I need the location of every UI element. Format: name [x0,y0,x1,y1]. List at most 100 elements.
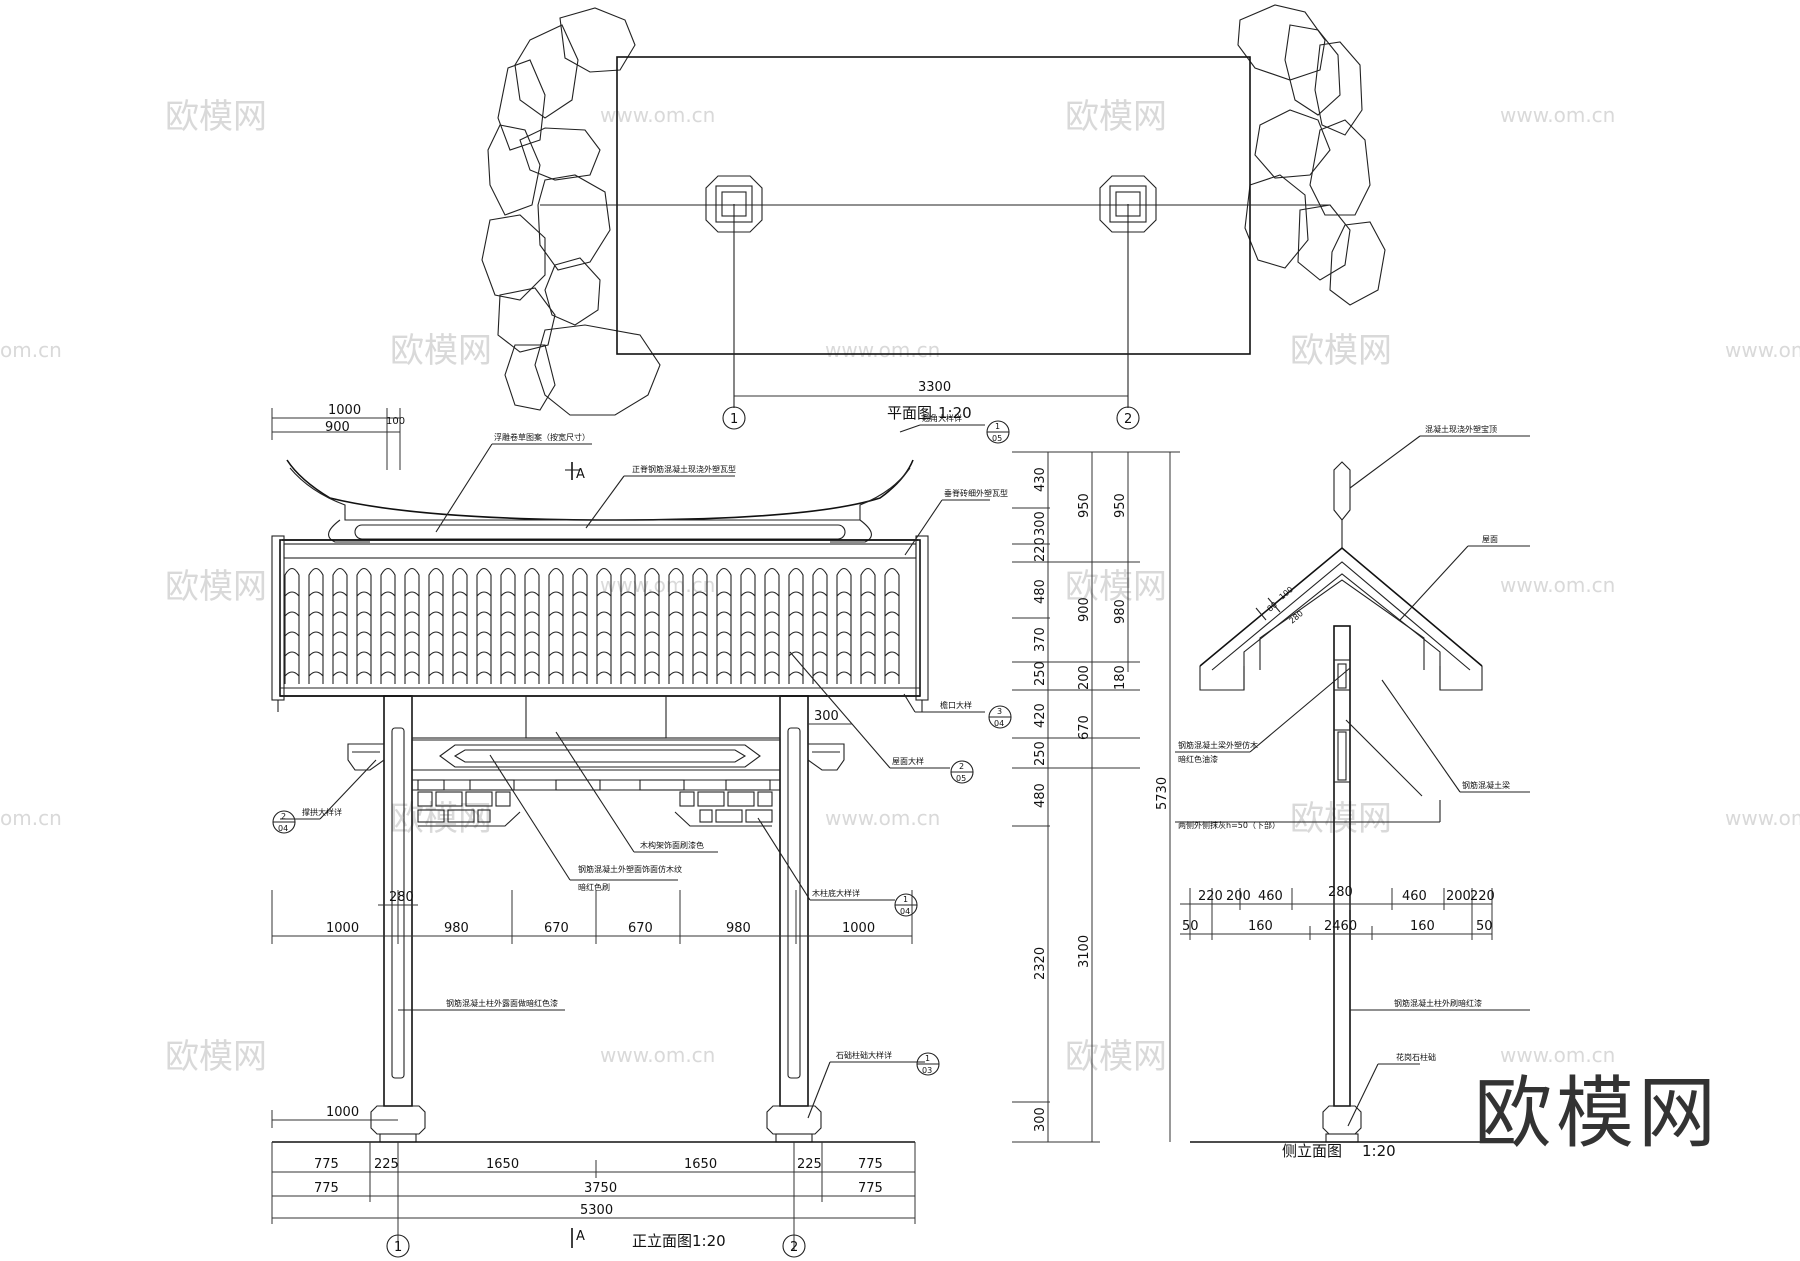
roof-tile-joint [476,651,492,657]
roof-tile-joint [572,671,588,677]
roof-tile-joint [596,631,612,637]
roof-tile [668,567,684,684]
roof-tile-joint [308,651,324,657]
roof-tile [716,567,732,684]
side-elevation-scale: 1:20 [1362,1142,1396,1160]
roof-tile-joint [644,591,660,597]
roof-tile-joint [764,611,780,617]
roof-tile-joint [836,651,852,657]
roof-tile-joint [692,611,708,617]
roof-tile-joint [812,671,828,677]
note-label: 木柱底大样详 [812,888,860,898]
roof-tile-joint [620,671,636,677]
roof-tile-joint [524,671,540,677]
roof-tile-joint [596,611,612,617]
roof-tile [644,567,660,684]
dim-label: 100 [1278,585,1295,602]
roof-tile-joint [644,651,660,657]
dim-label: 370 [1033,627,1048,652]
note-label: 翘角大样详 [922,413,962,423]
roof-tile-joint [380,631,396,637]
roof-tile-joint [524,631,540,637]
roof-tile-joint [548,631,564,637]
note-label: 两侧外侧抹灰h=50（下部） [1178,820,1280,830]
roof-tile-joint [620,611,636,617]
axis-bubble [722,406,746,430]
roof-tile-joint [740,611,756,617]
roof-tile-joint [788,651,804,657]
name-plaque [525,695,667,739]
roof-tile-joint [692,591,708,597]
roof-tile-joint [860,631,876,637]
roof-tile-joint [404,651,420,657]
roof-tile-joint [524,611,540,617]
roof-tile-joint [764,671,780,677]
roof-tile-joint [380,591,396,597]
detail-callout: 1 04 [894,893,918,917]
roof-tile-joint [884,671,900,677]
dim-label: 180 [1113,665,1128,690]
roof-tile-joint [716,631,732,637]
carved-beam [439,744,761,768]
note-label: 垂脊砖细外塑瓦型 [944,488,1008,498]
note-label: 檐口大样 [940,700,972,710]
roof-tile [548,567,564,684]
dim-label: 950 [1113,493,1128,518]
rock-cluster-right [1237,4,1386,306]
roof-tile-joint [812,611,828,617]
roof-tile [596,567,612,684]
roof-tile-joint [884,611,900,617]
note-label: 石础柱础大样详 [836,1050,892,1060]
watermark-cn: 欧模网 [390,799,492,839]
roof-tile-joint [572,611,588,617]
roof-tile-joint [356,631,372,637]
roof-gable [1199,546,1483,667]
roof-tile-joint [476,591,492,597]
dim-label: 100 [386,416,405,427]
roof-tile-joint [572,651,588,657]
dim-label: 300 [814,709,839,724]
roof-tile [572,567,588,684]
dim-label: 460 [1402,889,1427,904]
roof-tile [476,567,492,684]
roof-tile-joint [356,651,372,657]
note-label: 浮雕卷草图案（按宽尺寸） [494,432,590,442]
roof-tile-joint [788,591,804,597]
watermark-cn: 欧模网 [165,97,267,137]
roof-tile-joint [668,591,684,597]
dim-label: 200 [1226,889,1251,904]
svg-text:2: 2 [959,762,964,771]
ridge-panel [354,524,846,540]
axis-bubble [386,1234,410,1258]
roof-tile-joint [356,671,372,677]
roof-tile-joint [644,611,660,617]
roof-tile-joint [836,631,852,637]
roof-tile-joint [572,591,588,597]
roof-tile-joint [620,631,636,637]
svg-text:05: 05 [992,434,1002,443]
roof-tile-joint [500,631,516,637]
lattice-panel [412,779,780,827]
watermark-url: www.om.cn [1725,806,1800,830]
dim-label: 460 [1258,889,1283,904]
roof-tile-joint [500,591,516,597]
roof-tile-joint [404,671,420,677]
watermark-cn: 欧模网 [1290,799,1392,839]
roof-tile-joint [884,591,900,597]
roof-tile-joint [380,651,396,657]
roof-tile-joint [668,651,684,657]
plan-view: 3300 1 2 平面图 1:20 [481,4,1386,430]
dim-label: 775 [858,1157,883,1172]
roof-tile-joint [404,591,420,597]
watermark-url: www.om.cn [825,338,940,362]
section-mark: A [576,467,585,482]
roof-tile-joint [740,671,756,677]
roof-tile [332,567,348,684]
dim-label: 160 [1248,919,1273,934]
roof-tile-joint [428,671,444,677]
plan-view-scale: 1:20 [938,404,972,422]
roof-tile-joint [764,631,780,637]
note-label: 屋面 [1482,535,1498,544]
roof-tile-joint [740,591,756,597]
dim-label: 1650 [486,1157,519,1172]
